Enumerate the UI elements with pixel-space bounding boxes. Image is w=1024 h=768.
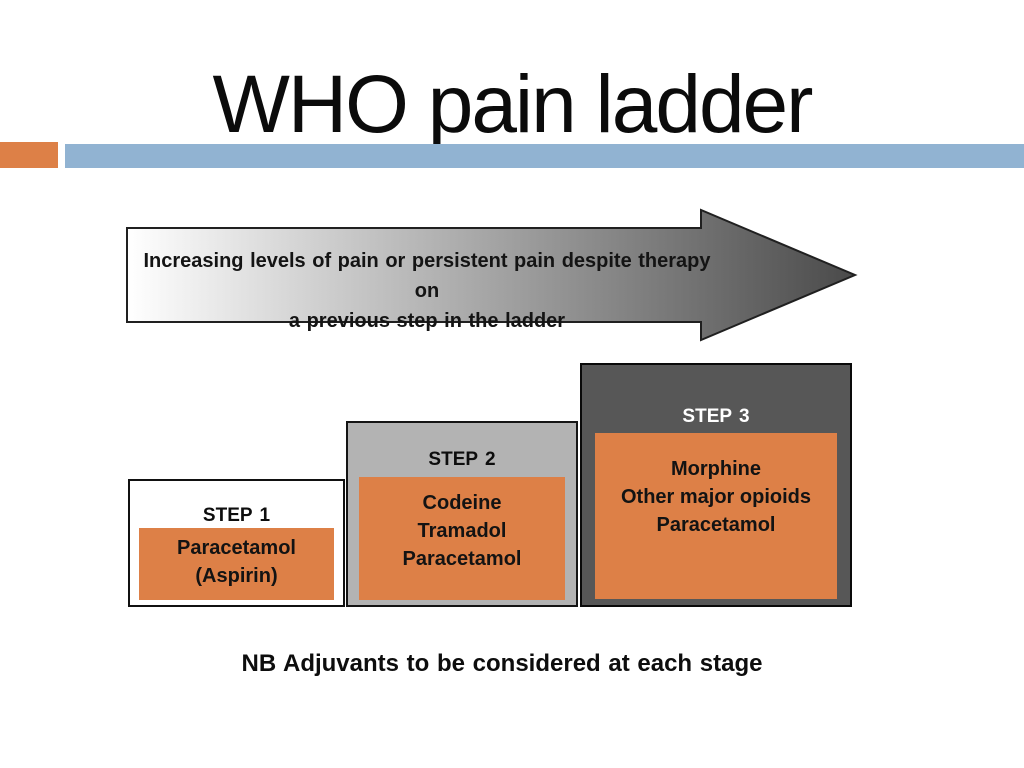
step-3-label: STEP 3 (682, 406, 750, 427)
step-3-drugs: Morphine Other major opioids Paracetamol (595, 433, 837, 599)
step-2-label: STEP 2 (428, 449, 496, 470)
increasing-pain-arrow (120, 200, 860, 350)
step-3-drug-line: Morphine (671, 458, 761, 480)
step-3-drug-line: Paracetamol (656, 514, 776, 536)
step-1-drug-line: Paracetamol (177, 537, 296, 559)
right-arrow-shape (126, 208, 858, 342)
step-2-drugs: Codeine Tramadol Paracetamol (359, 477, 565, 600)
title-band-blue-bar (65, 144, 1024, 168)
step-3-box: STEP 3 Morphine Other major opioids Para… (580, 363, 852, 607)
title-band-orange-square (0, 142, 58, 168)
step-1-drugs: Paracetamol (Aspirin) (139, 528, 334, 600)
step-2-drug-line: Paracetamol (402, 548, 522, 570)
step-1-label: STEP 1 (202, 505, 271, 526)
adjuvants-note: NB Adjuvants to be considered at each st… (241, 650, 763, 677)
step-1-drug-line: (Aspirin) (195, 565, 278, 587)
arrow-caption-line1: Increasing levels of pain or persistent … (143, 250, 711, 302)
slide-title: WHO pain ladder (212, 59, 814, 150)
step-3-drug-line: Other major opioids (620, 486, 812, 508)
arrow-caption: Increasing levels of pain or persistent … (132, 246, 722, 336)
step-2-drug-line: Tramadol (417, 520, 507, 542)
step-2-box: STEP 2 Codeine Tramadol Paracetamol (346, 421, 578, 607)
step-2-drug-line: Codeine (422, 492, 502, 514)
step-1-box: STEP 1 Paracetamol (Aspirin) (128, 479, 345, 607)
arrow-caption-line2: a previous step in the ladder (288, 310, 566, 332)
